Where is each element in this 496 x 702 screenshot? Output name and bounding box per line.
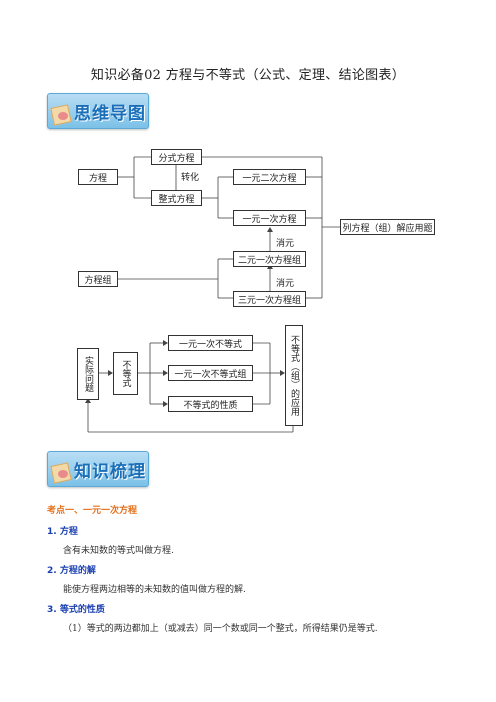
node-yiyuan-budengshizu: 一元一次不等式组 (168, 365, 253, 381)
node-yingyong: 不等式（组）的应用 (285, 325, 303, 426)
node-fangchengzu: 方程组 (78, 271, 118, 287)
node-shiji-wenti: 实际问题 (77, 348, 99, 400)
label-xiaoyuan-2: 消元 (276, 279, 295, 289)
section-heading: 考点一、一元一次方程 (47, 506, 138, 516)
item-1-head: 1. 方程 (47, 527, 78, 537)
node-sanyuan: 三元一次方程组 (233, 291, 306, 307)
pencil-eraser-icon (58, 470, 68, 478)
node-application: 列方程（组）解应用题 (340, 219, 435, 235)
node-xingzhi: 不等式的性质 (168, 396, 253, 412)
label-zhuanhua: 转化 (181, 173, 200, 183)
item-1-text: 含有未知数的等式叫做方程. (63, 546, 174, 556)
item-3-head: 3. 等式的性质 (47, 605, 105, 615)
pencil-eraser-icon (58, 112, 68, 120)
mindmap-banner: 思维导图 (47, 93, 149, 129)
node-yiyuan-erci: 一元二次方程 (233, 169, 306, 185)
node-fenshi-fangcheng: 分式方程 (151, 149, 202, 165)
document-title: 知识必备02 方程与不等式（公式、定理、结论图表） (90, 68, 406, 83)
node-zhengshi-fangcheng: 整式方程 (151, 190, 202, 206)
item-3-text: （1）等式的两边都加上（或减去）同一个数或同一个整式，所得结果仍是等式. (63, 624, 378, 634)
item-2-head: 2. 方程的解 (47, 566, 96, 576)
node-yiyuan-yici: 一元一次方程 (233, 210, 306, 226)
node-fangcheng: 方程 (78, 169, 118, 185)
node-yiyuan-budengshi: 一元一次不等式 (168, 335, 253, 351)
item-2-text: 能使方程两边相等的未知数的值叫做方程的解. (63, 585, 246, 595)
label-xiaoyuan-1: 消元 (276, 239, 295, 249)
knowledge-banner: 知识梳理 (47, 451, 149, 487)
knowledge-banner-label: 知识梳理 (74, 462, 146, 482)
mindmap-banner-label: 思维导图 (74, 104, 146, 124)
node-budengshi: 不等式 (113, 352, 138, 395)
node-eryuan: 二元一次方程组 (233, 251, 306, 267)
